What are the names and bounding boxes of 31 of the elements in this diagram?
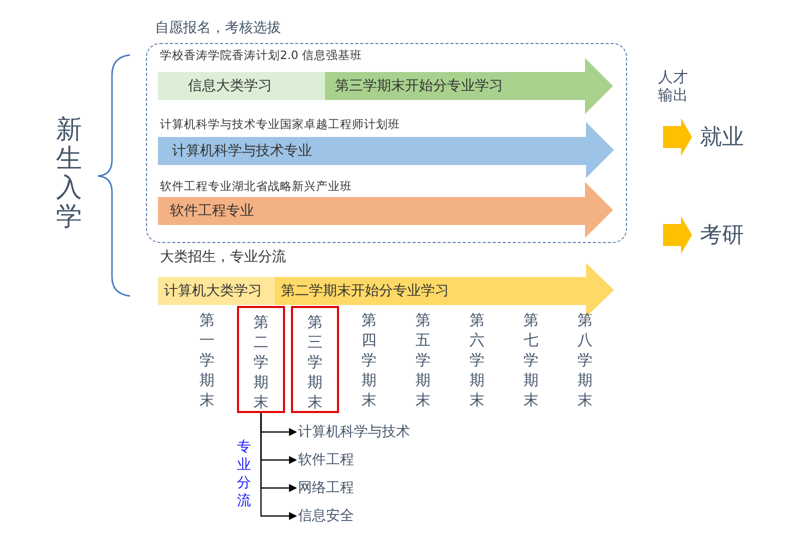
- semester-text: 第四学期末: [360, 310, 378, 410]
- band-label: 信息大类学习: [188, 77, 272, 95]
- semester-text: 第一学期末: [198, 310, 216, 410]
- band-label: 第二学期末开始分专业学习: [281, 282, 449, 300]
- semester-text: 第六学期末: [468, 310, 486, 410]
- semester-text: 第二学期末: [237, 306, 285, 413]
- major-text: 信息安全: [296, 507, 356, 525]
- block-arrow: [663, 118, 692, 156]
- band-label: 计算机大类学习: [164, 282, 262, 300]
- class-heading: 大类招生，专业分流: [160, 248, 286, 266]
- block-arrow: [663, 216, 692, 254]
- major-text: 网络工程: [296, 479, 356, 497]
- note-text: 专业分流: [236, 438, 252, 510]
- class-heading: 学校香涛学院香涛计划2.0 信息强基班: [160, 48, 362, 63]
- arrow: [260, 413, 297, 520]
- major-text: 计算机科学与技术: [296, 423, 412, 441]
- semester-text: 第八学期末: [576, 310, 594, 410]
- band-label: 计算机科学与技术专业: [172, 142, 312, 160]
- semester-text: 第三学期末: [291, 306, 339, 413]
- semester-text: 第七学期末: [522, 310, 540, 410]
- major-text: 软件工程: [296, 451, 356, 469]
- note-text: 人才输出: [657, 68, 689, 104]
- title-text: 新生入学: [54, 116, 84, 232]
- class-heading: 软件工程专业湖北省战略新兴产业班: [160, 179, 352, 194]
- band-label: 软件工程专业: [170, 202, 254, 220]
- semester-text: 第五学期末: [414, 310, 432, 410]
- group-heading: 自愿报名，考核选拔: [155, 19, 281, 37]
- class-heading: 计算机科学与技术专业国家卓越工程师计划班: [160, 117, 400, 132]
- outcome-text: 就业: [698, 122, 746, 152]
- band-label: 第三学期末开始分专业学习: [335, 77, 503, 95]
- outcome-text: 考研: [698, 220, 746, 250]
